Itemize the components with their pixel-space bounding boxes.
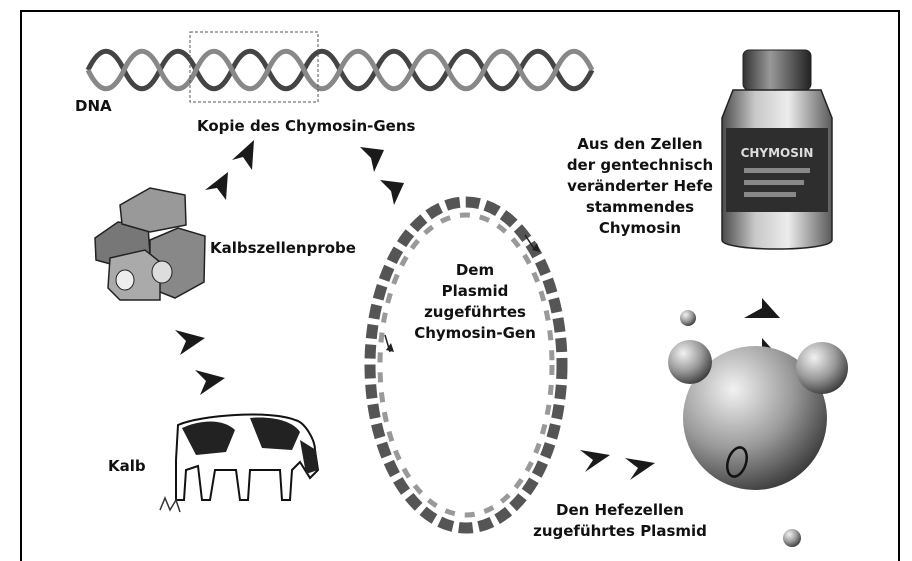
dna-helix [88,51,592,89]
cell-sample-illustration [95,188,205,300]
label-calf: Kalb [108,456,146,477]
label-yeast-plasmid-line2: zugeführtes Plasmid [530,521,710,542]
plasmid-ring [370,202,562,528]
chymosin-bottle: CHYMOSIN [722,50,832,249]
label-dna: DNA [75,96,112,117]
label-plasmid-gene-line2: Plasmid [405,281,545,302]
label-product-line5: Chymosin [560,218,720,239]
label-product-line1: Aus den Zellen [560,134,720,155]
label-product-line3: veränderter Hefe [560,176,720,197]
label-chymosin-product: Aus den Zellen der gentechnisch veränder… [560,134,720,239]
label-yeast-plasmid: Den Hefezellen zugeführtes Plasmid [530,500,710,542]
label-plasmid-gene-line1: Dem [405,260,545,281]
label-cell-sample: Kalbszellenprobe [210,238,356,259]
label-plasmid-gene-line3: zugeführtes [405,302,545,323]
label-gene-copy: Kopie des Chymosin-Gens [197,116,415,137]
label-plasmid-gene: Dem Plasmid zugeführtes Chymosin-Gen [405,260,545,344]
label-product-line2: der gentechnisch [560,155,720,176]
gene-selection-box [190,32,318,102]
calf-illustration [160,415,318,512]
label-plasmid-gene-line4: Chymosin-Gen [405,323,545,344]
label-product-line4: stammendes [560,197,720,218]
label-yeast-plasmid-line1: Den Hefezellen [530,500,710,521]
bottle-label-text: CHYMOSIN [741,146,814,160]
